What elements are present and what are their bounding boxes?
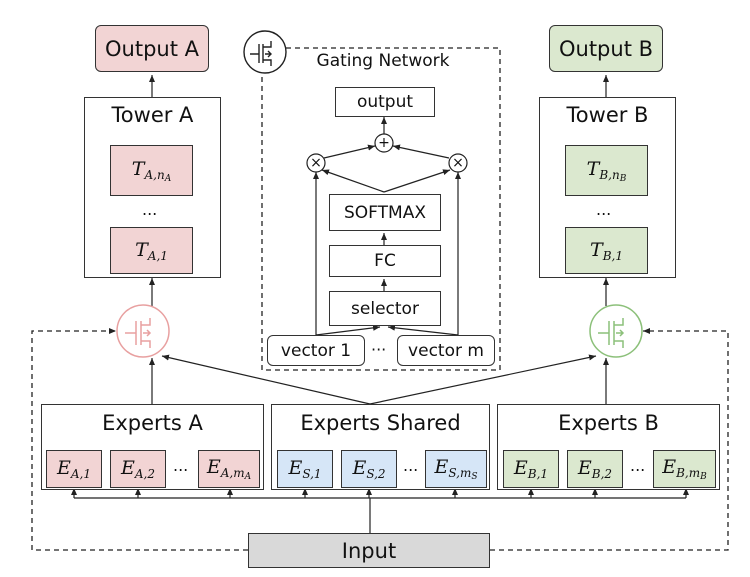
tower-b-first-layer: TB,1 bbox=[565, 227, 648, 274]
dashed-input-to-gate-a bbox=[31, 328, 248, 551]
expert-b-m: EB,mB bbox=[653, 450, 716, 488]
expert-a-1: EA,1 bbox=[46, 450, 102, 488]
expert-b-2: EB,2 bbox=[567, 450, 623, 488]
arrow-shared-to-gate-b bbox=[369, 354, 597, 405]
experts-a-title: Experts A bbox=[102, 411, 203, 435]
expert-b-1: EB,1 bbox=[503, 450, 559, 488]
vector-m-box: vector m bbox=[397, 335, 495, 366]
experts-b-title: Experts B bbox=[558, 411, 659, 435]
expert-a-2: EA,2 bbox=[110, 450, 166, 488]
arrow-shared-to-gate-a bbox=[161, 354, 371, 405]
gate-switch-icon bbox=[243, 30, 287, 74]
gating-network-title: Gating Network bbox=[316, 51, 450, 71]
output-a-box: Output A bbox=[95, 25, 209, 72]
arrow-softmax-to-times-left bbox=[321, 169, 385, 193]
expert-s-1: ES,1 bbox=[277, 450, 333, 488]
plus-operator bbox=[374, 133, 394, 153]
tower-b-top-layer: TB,nB bbox=[565, 145, 648, 196]
gate-b-icon bbox=[589, 304, 643, 358]
expert-s-2: ES,2 bbox=[341, 450, 397, 488]
tower-a-title: Tower A bbox=[111, 103, 194, 127]
times-symbol-left: × bbox=[310, 155, 322, 171]
times-operator-left bbox=[306, 153, 326, 173]
experts-shared-dots: ... bbox=[403, 456, 419, 475]
gate-a-icon bbox=[116, 304, 170, 358]
expert-s-m: ES,mS bbox=[425, 450, 487, 488]
plus-symbol: + bbox=[378, 135, 390, 151]
fc-box: FC bbox=[329, 245, 441, 277]
tower-a-dots: ... bbox=[142, 200, 158, 219]
times-operator-right bbox=[448, 153, 468, 173]
gating-output-box: output bbox=[335, 87, 435, 117]
dashed-input-to-gate-b bbox=[490, 328, 729, 551]
selector-box: selector bbox=[329, 291, 441, 326]
experts-shared-title: Experts Shared bbox=[300, 411, 461, 435]
tower-b-title: Tower B bbox=[566, 103, 649, 127]
arrow-times-right-to-plus bbox=[392, 144, 450, 159]
arrow-softmax-to-times-right bbox=[383, 169, 451, 193]
tower-a-top-layer: TA,nA bbox=[110, 145, 193, 196]
times-symbol-right: × bbox=[452, 155, 464, 171]
arrow-vectorm-to-selector bbox=[387, 324, 459, 336]
vector-1-box: vector 1 bbox=[267, 335, 365, 366]
vector-dots: ··· bbox=[371, 340, 387, 359]
experts-a-dots: ... bbox=[173, 456, 189, 475]
experts-b-dots: ... bbox=[630, 456, 646, 475]
arrow-vector1-to-selector bbox=[315, 324, 381, 336]
tower-a-first-layer: TA,1 bbox=[110, 227, 193, 274]
tower-b-dots: ... bbox=[596, 200, 612, 219]
output-b-box: Output B bbox=[549, 25, 663, 72]
softmax-box: SOFTMAX bbox=[329, 194, 441, 231]
arrow-times-left-to-plus bbox=[323, 144, 376, 159]
expert-a-m: EA,mA bbox=[198, 450, 260, 488]
gating-network-boundary bbox=[261, 47, 501, 371]
input-box: Input bbox=[248, 533, 490, 568]
